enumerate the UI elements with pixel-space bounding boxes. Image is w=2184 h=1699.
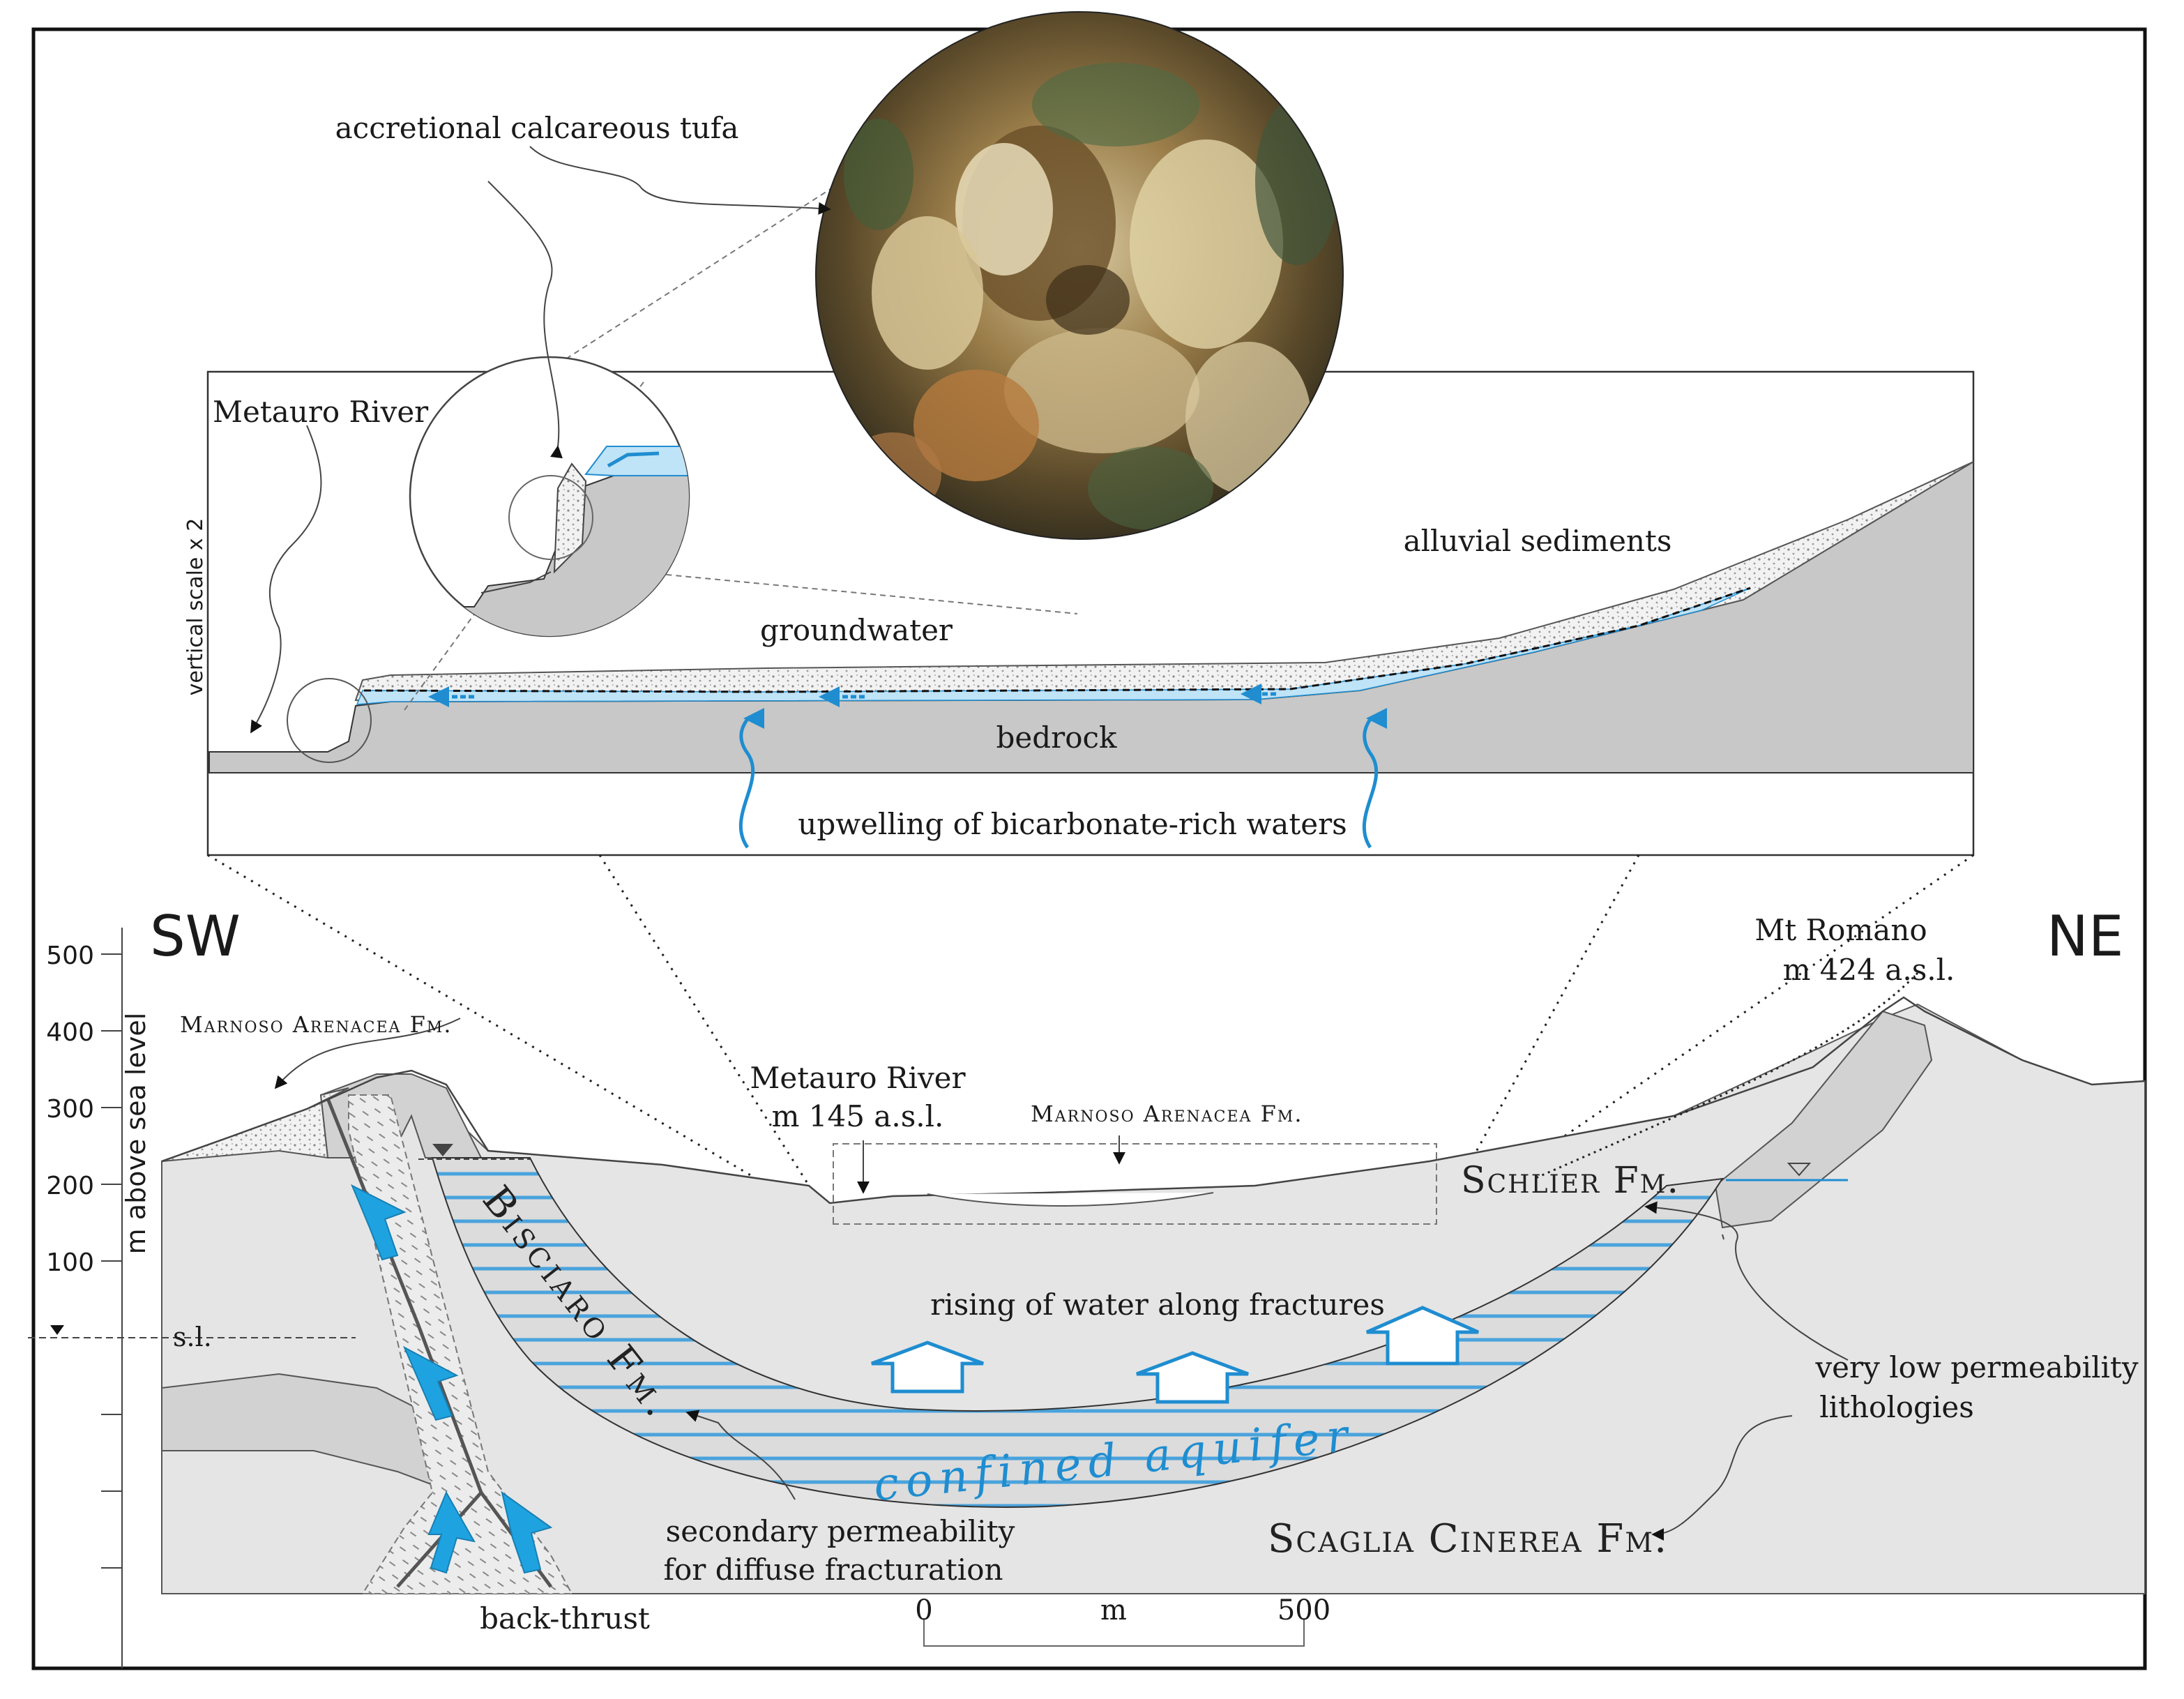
label-secondary-permeability-1: secondary permeability [666,1514,1015,1548]
label-mt-romano-elevation: m 424 a.s.l. [1783,953,1955,987]
tufa-label-arrow [529,146,831,215]
inset-location-box [833,1143,1437,1225]
label-groundwater: groundwater [760,613,953,647]
marnoso-arenacea-left [161,1087,349,1162]
label-accretional-tufa: accretional calcareous tufa [335,111,739,145]
inset-flow-arrows [428,684,1276,707]
label-sw: SW [150,904,241,969]
label-sea-level: s.l. [173,1322,212,1352]
y-axis [28,928,356,1668]
y-axis-label: m above sea level [121,1013,151,1255]
inset-water-table [363,587,1751,693]
y-tick-100: 100 [46,1248,94,1277]
inset-connector-lines [207,854,1974,1225]
scale-label-unit: m [1100,1594,1127,1626]
label-vertical-scale: vertical scale x 2 [183,518,208,696]
scale-bar [923,1618,1305,1647]
upwelling-arrow-right [1362,708,1388,849]
metauro-river-arrow [250,425,322,734]
label-inset-metauro-river: Metauro River [213,395,429,429]
water-table-marker-left [432,1144,453,1156]
upwelling-arrow-left [738,708,765,849]
annotation-arrows [274,972,1919,1541]
magnified-tufa-circle [409,181,690,637]
label-back-thrust: back-thrust [480,1601,650,1636]
y-tick-500: 500 [46,942,94,970]
label-ne: NE [2047,904,2123,969]
fault-water-arrows [351,1184,553,1574]
label-alluvial-sediments: alluvial sediments [1404,524,1672,558]
label-marnoso-arenacea-mid: Marnoso Arenacea Fm. [1031,1101,1303,1127]
back-thrust-fault-zone [348,1094,573,1594]
inset-small-circle [287,678,372,763]
label-rising-water: rising of water along fractures [930,1288,1385,1322]
label-metauro-elevation: m 145 a.s.l. [772,1099,944,1133]
y-tick-200: 200 [46,1172,94,1200]
y-tick-300: 300 [46,1095,94,1124]
label-schlier-fm: Schlier Fm. [1461,1160,1680,1202]
label-mt-romano: Mt Romano [1754,913,1927,947]
label-very-low-permeability-2: lithologies [1819,1390,1974,1424]
main-cross-section [161,996,2146,1594]
label-upwelling: upwelling of bicarbonate-rich waters [798,807,1347,841]
tufa-photograph [815,11,1344,540]
label-bedrock: bedrock [996,720,1118,755]
upper-dark-band-right [1714,1010,1933,1229]
scale-label-start: 0 [915,1594,932,1626]
sea-level-marker [50,1325,64,1335]
metauro-river-channel [927,1192,1214,1207]
bisciaro-confined-aquifer [431,1157,1724,1508]
label-secondary-permeability-2: for diffuse fracturation [663,1553,1003,1587]
water-table-marker-right [1787,1163,1812,1177]
label-metauro-river: Metauro River [750,1061,966,1095]
y-tick-400: 400 [46,1018,94,1047]
rising-water-arrows [871,1306,1480,1404]
scale-label-end: 500 [1277,1594,1330,1626]
label-very-low-permeability-1: very low permeability [1814,1350,2138,1384]
label-marnoso-arenacea-left: Marnoso Arenacea Fm. [180,1011,453,1038]
label-scaglia-cinerea-fm: Scaglia Cinerea Fm. [1268,1516,1668,1562]
